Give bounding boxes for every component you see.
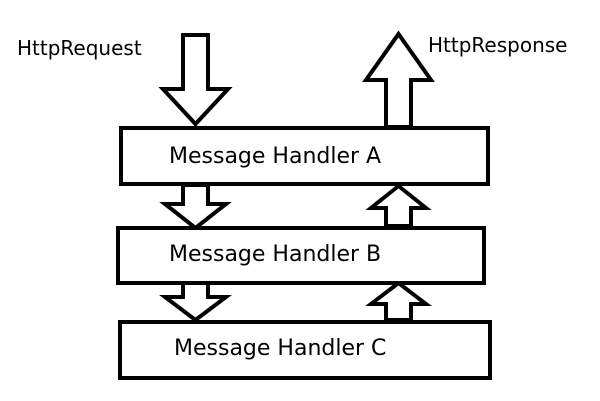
request-arrow-a-to-b [159, 183, 232, 231]
response-arrow-b-to-a [365, 183, 432, 228]
response-label: HttpResponse [428, 33, 568, 57]
response-arrow-c-to-b [365, 280, 432, 322]
request-arrow-in [158, 33, 233, 127]
handler-c-box [118, 320, 492, 380]
request-arrow-b-to-c [159, 280, 232, 323]
handler-a-box [119, 126, 490, 186]
handler-b-label: Message Handler B [169, 242, 382, 267]
handler-c-label: Message Handler C [174, 336, 387, 361]
response-arrow-out [362, 30, 435, 129]
handler-a-label: Message Handler A [169, 144, 382, 169]
handler-b-box [116, 226, 486, 285]
request-label: HttpRequest [17, 36, 142, 60]
